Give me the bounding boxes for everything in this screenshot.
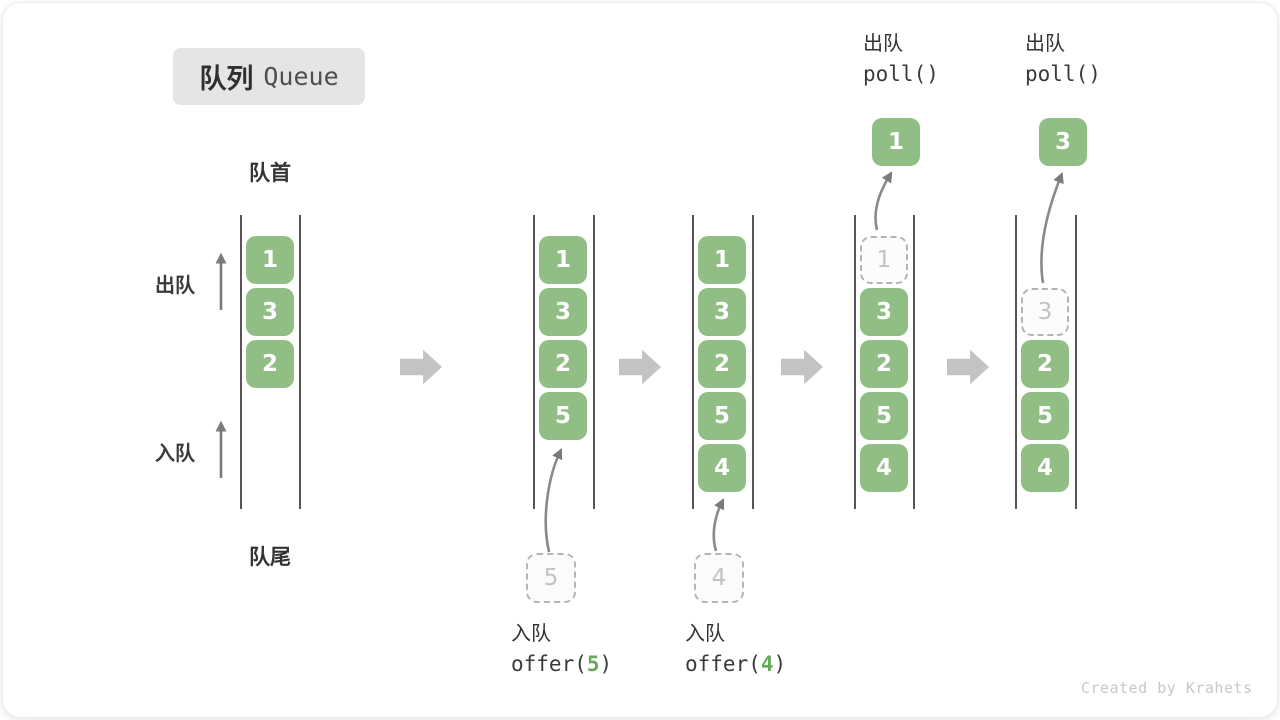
queue-cell: 4 [698,444,746,492]
queue-wall-right [593,215,595,509]
op-enqueue-5: 入队 offer(5) [511,621,612,681]
op-code: offer(5) [511,647,612,681]
title-zh: 队列 [199,64,254,94]
queue-cell: 2 [246,340,294,388]
code-post: ) [773,652,787,676]
enqueue-4-arrow-icon [712,498,724,552]
op-code: poll() [1025,62,1101,86]
queue-wall-right [913,215,915,509]
op-code: poll() [863,62,939,86]
popped-cell: 3 [1039,118,1087,166]
op-dequeue-3: 出队 poll() [1025,31,1101,91]
queue-wall-left [240,215,242,509]
queue-cell: 2 [698,340,746,388]
dashed-cell: 3 [1021,288,1069,336]
queue-cell: 3 [246,288,294,336]
queue-wall-right [299,215,301,509]
queue-cell: 2 [860,340,908,388]
queue-rear-label: 队尾 [249,546,291,569]
popped-cell: 1 [872,118,920,166]
watermark: Created by Krahets [1081,679,1253,697]
op-label: 入队 [511,623,551,645]
dequeue-1-arrow-icon [874,171,893,231]
code-pre: offer( [511,652,587,676]
dashed-cell: 1 [860,236,908,284]
enqueue-5-arrow-icon [544,448,563,553]
transition-arrow-icon [400,349,442,385]
side-enqueue-label: 入队 [155,443,195,465]
staged-cell: 4 [694,553,744,603]
code-arg: 4 [760,652,774,676]
queue-wall-right [1075,215,1077,509]
code-post: ) [599,652,613,676]
staged-cell: 5 [526,553,576,603]
title-en: Queue [263,62,339,91]
queue-front-label: 队首 [249,162,291,185]
title-box: 队列 Queue [173,48,365,105]
queue-wall-left [533,215,535,509]
op-label: 出队 [863,33,903,55]
dequeue-3-arrow-icon [1040,171,1064,284]
code-arg: 5 [586,652,600,676]
transition-arrow-icon [619,349,661,385]
queue-cell: 5 [698,392,746,440]
queue-cell: 3 [539,288,587,336]
queue-cell: 4 [1021,444,1069,492]
side-dequeue-label: 出队 [155,275,195,297]
queue-cell: 4 [860,444,908,492]
op-label: 入队 [685,623,725,645]
op-code: offer(4) [685,647,786,681]
queue-cell: 1 [539,236,587,284]
queue-wall-right [752,215,754,509]
queue-cell: 3 [698,288,746,336]
op-dequeue-1: 出队 poll() [863,31,939,91]
code-pre: offer( [685,652,761,676]
queue-cell: 1 [698,236,746,284]
op-label: 出队 [1025,33,1065,55]
queue-cell: 2 [539,340,587,388]
queue-cell: 5 [539,392,587,440]
queue-cell: 1 [246,236,294,284]
queue-wall-left [854,215,856,509]
transition-arrow-icon [781,349,823,385]
queue-wall-left [692,215,694,509]
queue-cell: 2 [1021,340,1069,388]
op-enqueue-4: 入队 offer(4) [685,621,786,681]
queue-cell: 5 [860,392,908,440]
queue-wall-left [1015,215,1017,509]
transition-arrow-icon [947,349,989,385]
queue-cell: 3 [860,288,908,336]
queue-cell: 5 [1021,392,1069,440]
